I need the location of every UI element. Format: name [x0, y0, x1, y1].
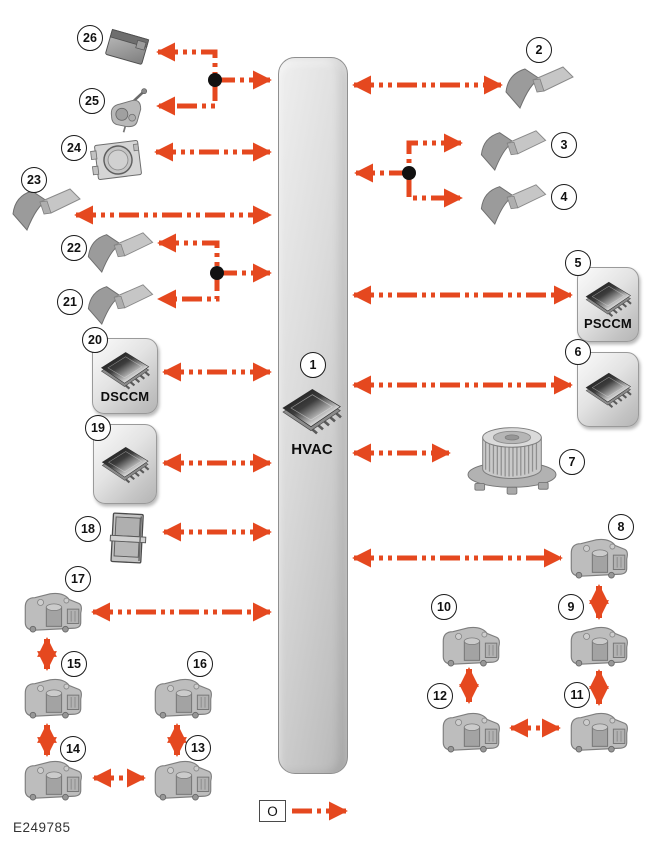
junction-link-26-25: [156, 42, 218, 116]
callout-7: 7: [559, 449, 585, 475]
callout-2: 2: [526, 37, 552, 63]
figure-id: E249785: [13, 820, 71, 835]
module-6-box: [577, 352, 639, 427]
callout-6: 6: [565, 339, 591, 365]
callout-21: 21: [57, 289, 83, 315]
callout-10: 10: [431, 594, 457, 620]
callout-13: 13: [185, 735, 211, 761]
callout-8: 8: [608, 514, 634, 540]
dsccm-label: DSCCM: [100, 388, 150, 404]
callout-26: 26: [77, 25, 103, 51]
junction-dot-top-left: [208, 73, 222, 87]
callout-5: 5: [565, 250, 591, 276]
callout-19: 19: [85, 415, 111, 441]
callout-11: 11: [564, 682, 590, 708]
callout-15: 15: [61, 651, 87, 677]
junction-link-3-4: [406, 133, 463, 208]
callout-25: 25: [79, 88, 105, 114]
callout-4: 4: [551, 184, 577, 210]
callout-24: 24: [61, 135, 87, 161]
callout-23: 23: [21, 167, 47, 193]
legend-symbol-box: O: [259, 800, 286, 822]
callout-1: 1: [300, 352, 326, 378]
callout-18: 18: [75, 516, 101, 542]
callout-3: 3: [551, 132, 577, 158]
callout-22: 22: [61, 235, 87, 261]
callout-9: 9: [558, 594, 584, 620]
dsccm-module-box: DSCCM: [92, 338, 158, 414]
psccm-label: PSCCM: [584, 316, 632, 332]
hvac-label: HVAC: [291, 441, 333, 458]
junction-dot-right: [402, 166, 416, 180]
callout-14: 14: [60, 736, 86, 762]
junction-link-22-21: [157, 233, 220, 309]
junction-dot-mid-left: [210, 266, 224, 280]
psccm-module-box: PSCCM: [577, 267, 639, 342]
callout-16: 16: [187, 651, 213, 677]
callout-12: 12: [427, 683, 453, 709]
callout-20: 20: [82, 327, 108, 353]
callout-17: 17: [65, 566, 91, 592]
